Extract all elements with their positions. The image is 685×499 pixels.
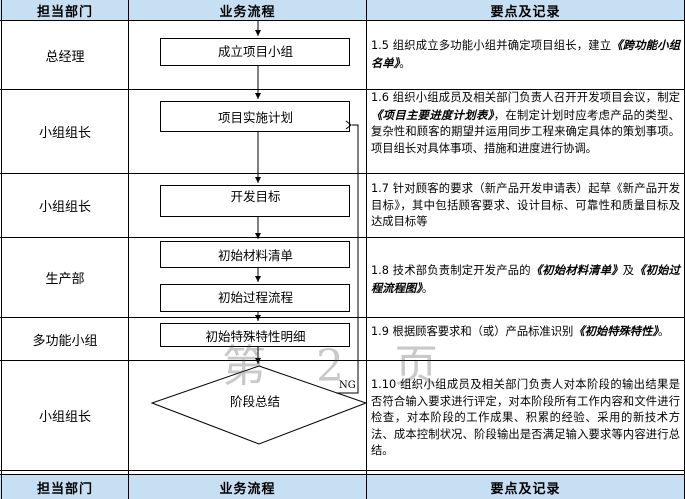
note-1-10: 1.10 组织小组成员及相关部门负责人对本阶段的输出结果是否符合输入要求进行评定… xyxy=(367,377,684,460)
dept-cell: 生产部 xyxy=(45,272,85,287)
note-1-6: 1.6 组织小组成员及相关部门负责人召开开发项目会议，制定《项目主要进度计划表》… xyxy=(367,90,684,157)
dept-cell: 小组组长 xyxy=(38,126,91,141)
note-emphasis: 《初始材料清单》 xyxy=(530,263,623,277)
note-text: 。 xyxy=(399,56,411,70)
dept-cell: 总经理 xyxy=(45,49,85,65)
note-1-9: 1.9 根据顾客要求和（或）产品标准识别《初始特殊特性》。 xyxy=(367,323,684,341)
step-box-flow xyxy=(160,284,350,312)
note-text: 1.7 针对顾客的要求（新产品开发申请表）起草《新产品开发目标》，其中包括顾客要… xyxy=(371,182,680,229)
note-emphasis: 《项目主要进度计划表》 xyxy=(371,107,494,122)
ng-loop-line xyxy=(336,124,359,394)
note-text: 1.10 组织小组成员及相关部门负责人对本阶段的输出结果是否符合输入要求进行评定… xyxy=(371,378,680,458)
step-label: 初始特殊特性明细 xyxy=(205,329,306,344)
step-label: 初始材料清单 xyxy=(217,248,293,263)
header-notes: 要点及记录 xyxy=(367,0,684,20)
header-dept: 担当部门 xyxy=(2,0,128,20)
note-text: 。 xyxy=(658,325,670,338)
note-text: 1.5 组织成立多功能小组并确定项目组长，建立 xyxy=(371,39,612,52)
note-1-7: 1.7 针对顾客的要求（新产品开发申请表）起草《新产品开发目标》，其中包括顾客要… xyxy=(367,181,684,231)
step-box-plan xyxy=(160,101,350,132)
note-emphasis: 《初始特殊特性》 xyxy=(573,324,659,338)
step-label: 初始过程流程 xyxy=(217,290,293,305)
note-text: 1.6 组织小组成员及相关部门负责人召开开发项目会议，制定 xyxy=(371,91,680,104)
decision-label: 阶段总结 xyxy=(229,394,280,409)
ng-loop-arrowhead xyxy=(345,120,352,130)
note-emphasis: 《跨功能小组名单》 xyxy=(371,38,680,70)
note-text: 。 xyxy=(421,281,434,295)
step-box-target xyxy=(160,185,350,217)
step-label: 开发目标 xyxy=(230,189,281,204)
note-text: 1.8 技术部负责制定开发产品的 xyxy=(371,264,531,277)
step-label: 成立项目小组 xyxy=(217,44,293,59)
note-text: 1.9 根据顾客要求和（或）产品标准识别 xyxy=(371,325,574,338)
step-box-form-team xyxy=(160,38,350,66)
dept-cell: 小组组长 xyxy=(38,410,91,425)
dept-cell: 小组组长 xyxy=(38,200,91,215)
step-box-special xyxy=(160,323,350,347)
dept-cell: 多功能小组 xyxy=(32,333,98,349)
ng-label: NG xyxy=(339,380,356,391)
note-1-5: 1.5 组织成立多功能小组并确定项目组长，建立《跨功能小组名单》。 xyxy=(367,37,684,72)
decision-diamond xyxy=(150,365,368,445)
note-text: ，在制定计划时应考虑产品的类型、复杂性和顾客的期望并运用同步工程来确定具体的策划… xyxy=(371,108,680,155)
note-emphasis: 《初始过程流程图》 xyxy=(371,263,680,295)
note-1-8: 1.8 技术部负责制定开发产品的《初始材料清单》及《初始过程流程图》。 xyxy=(367,262,684,297)
step-box-bom xyxy=(160,241,350,268)
header-flow: 业务流程 xyxy=(129,0,366,20)
note-text: 及 xyxy=(622,264,635,277)
page-watermark: 第 2 页 xyxy=(222,341,456,392)
footer-dept: 担当部门 xyxy=(2,475,128,499)
step-label: 项目实施计划 xyxy=(217,110,293,125)
footer-notes: 要点及记录 xyxy=(367,475,684,499)
footer-flow: 业务流程 xyxy=(129,475,366,499)
